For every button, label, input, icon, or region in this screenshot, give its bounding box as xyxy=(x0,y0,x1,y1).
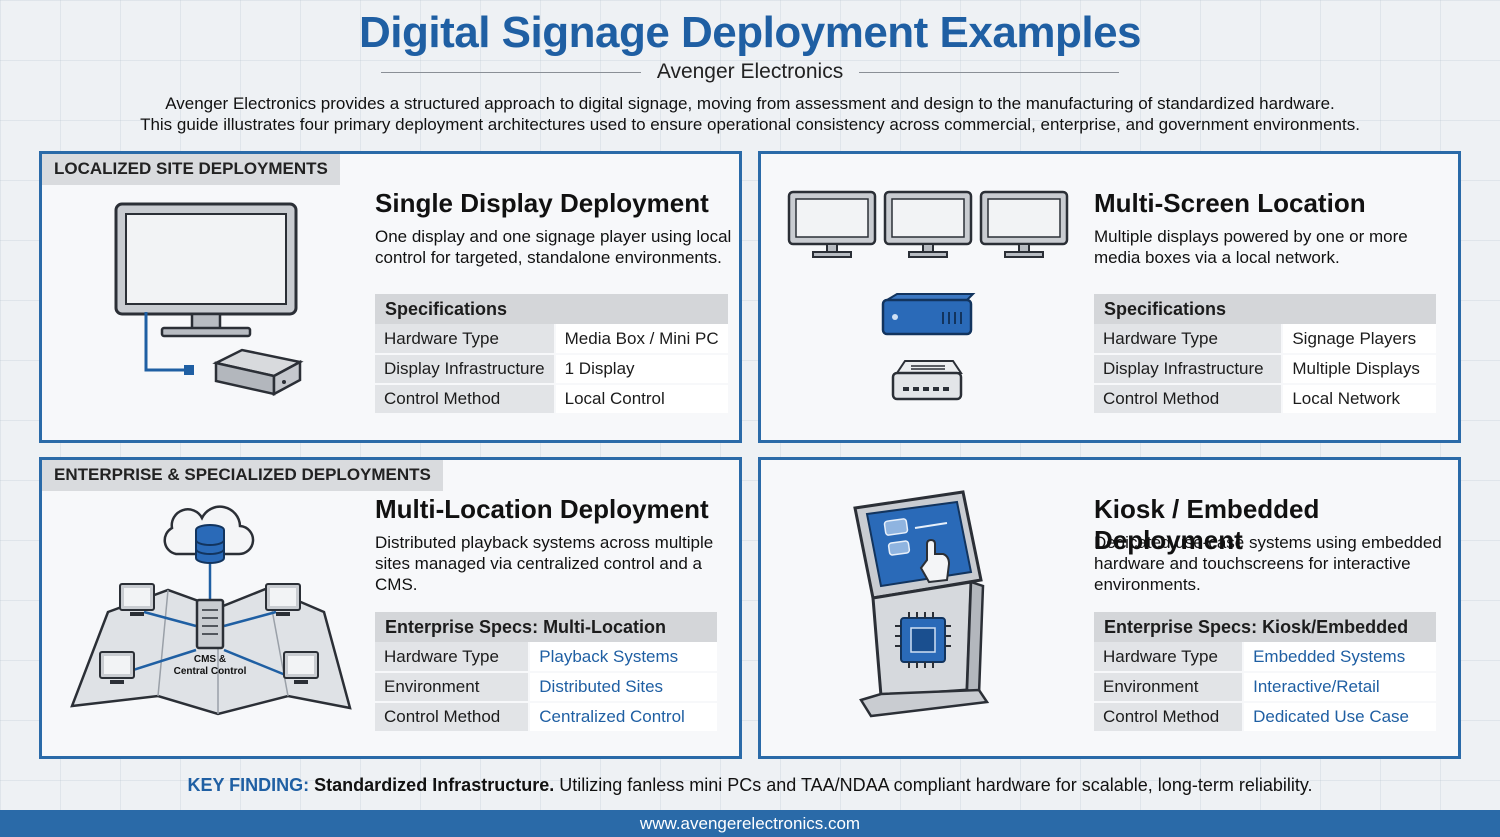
spec-value: Signage Players xyxy=(1281,324,1436,355)
spec-value: Distributed Sites xyxy=(528,672,717,703)
panel-desc-multilocation: Distributed playback systems across mult… xyxy=(375,532,713,595)
spec-header: Enterprise Specs: Kiosk/Embedded xyxy=(1094,612,1436,642)
subtitle-rule-right xyxy=(859,71,1120,73)
spec-key: Control Method xyxy=(375,384,555,415)
spec-table-kiosk: Enterprise Specs: Kiosk/Embedded Hardwar… xyxy=(1094,612,1436,733)
spec-value: 1 Display xyxy=(553,354,728,385)
panel-desc-kiosk: Dedicated use-case systems using embedde… xyxy=(1094,532,1442,595)
intro-line-2: This guide illustrates four primary depl… xyxy=(140,115,1360,134)
intro-text: Avenger Electronics provides a structure… xyxy=(0,93,1500,135)
monitor-with-media-box-icon xyxy=(114,202,304,397)
panel-desc-single: One display and one signage player using… xyxy=(375,226,731,268)
panel-title-multiscreen: Multi-Screen Location xyxy=(1094,188,1366,218)
spec-value: Media Box / Mini PC xyxy=(553,324,728,355)
spec-key: Control Method xyxy=(1094,702,1244,733)
media-player-icon xyxy=(881,293,976,336)
spec-value: Embedded Systems xyxy=(1242,642,1436,673)
spec-header: Enterprise Specs: Multi-Location xyxy=(375,612,717,642)
desc-line: CMS. xyxy=(375,575,418,594)
spec-value: Local Control xyxy=(553,384,728,415)
map-label-cms: CMS & xyxy=(194,654,226,665)
panel-title-multilocation: Multi-Location Deployment xyxy=(375,494,709,524)
kiosk-touchscreen-icon xyxy=(853,490,990,718)
desc-line: Multiple displays powered by one or more xyxy=(1094,227,1408,246)
spec-key: Display Infrastructure xyxy=(1094,354,1283,385)
spec-table-multilocation: Enterprise Specs: Multi-Location Hardwar… xyxy=(375,612,717,733)
spec-value: Centralized Control xyxy=(528,702,717,733)
spec-key: Hardware Type xyxy=(1094,324,1283,355)
spec-key: Hardware Type xyxy=(375,324,555,355)
spec-key: Control Method xyxy=(1094,384,1283,415)
spec-key: Control Method xyxy=(375,702,530,733)
map-label-central-control: Central Control xyxy=(174,666,247,677)
panel-single-display: LOCALIZED SITE DEPLOYMENTS Single Displa… xyxy=(39,151,742,443)
key-finding-headline: Standardized Infrastructure. xyxy=(314,775,555,795)
spec-value: Interactive/Retail xyxy=(1242,672,1436,703)
spec-value: Dedicated Use Case xyxy=(1242,702,1436,733)
desc-line: media boxes via a local network. xyxy=(1094,248,1340,267)
panel-desc-multiscreen: Multiple displays powered by one or more… xyxy=(1094,226,1408,268)
spec-key: Environment xyxy=(1094,672,1244,703)
panel-title-single: Single Display Deployment xyxy=(375,188,709,218)
panel-kiosk: Kiosk / Embedded Deployment Dedicated us… xyxy=(758,457,1461,759)
subtitle-row: Avenger Electronics xyxy=(0,60,1500,84)
footer-url[interactable]: www.avengerelectronics.com xyxy=(0,810,1500,837)
panel-title-kiosk: Kiosk / Embedded Deployment xyxy=(1094,494,1320,555)
desc-line: environments. xyxy=(1094,575,1201,594)
company-subtitle: Avenger Electronics xyxy=(656,60,844,83)
desc-line: control for targeted, standalone environ… xyxy=(375,248,722,267)
desc-line: One display and one signage player using… xyxy=(375,227,732,246)
distributed-map-network-icon: CMS & Central Control xyxy=(70,505,352,716)
spec-value: Local Network xyxy=(1281,384,1436,415)
spec-key: Hardware Type xyxy=(375,642,530,673)
three-monitors-icon xyxy=(787,190,1069,258)
spec-header: Specifications xyxy=(375,294,728,324)
spec-value: Multiple Displays xyxy=(1281,354,1436,385)
section-tag-localized: LOCALIZED SITE DEPLOYMENTS xyxy=(42,154,340,185)
spec-value: Playback Systems xyxy=(528,642,717,673)
desc-line: sites managed via centralized control an… xyxy=(375,554,702,573)
subtitle-rule-left xyxy=(380,71,641,73)
network-switch-icon xyxy=(891,360,963,401)
intro-line-1: Avenger Electronics provides a structure… xyxy=(165,94,1335,113)
key-finding-text: Utilizing fanless mini PCs and TAA/NDAA … xyxy=(554,775,1313,795)
spec-key: Environment xyxy=(375,672,530,703)
section-tag-enterprise: ENTERPRISE & SPECIALIZED DEPLOYMENTS xyxy=(42,460,443,491)
desc-line: Dedicated use-case systems using embedde… xyxy=(1094,533,1442,552)
page-title: Digital Signage Deployment Examples xyxy=(358,8,1142,57)
panel-multi-screen: Multi-Screen Location Multiple displays … xyxy=(758,151,1461,443)
spec-key: Display Infrastructure xyxy=(375,354,555,385)
desc-line: hardware and touchscreens for interactiv… xyxy=(1094,554,1411,573)
spec-key: Hardware Type xyxy=(1094,642,1244,673)
key-finding-label: KEY FINDING: xyxy=(187,775,310,795)
key-finding: KEY FINDING: Standardized Infrastructure… xyxy=(0,775,1500,796)
panel-multi-location: ENTERPRISE & SPECIALIZED DEPLOYMENTS CMS… xyxy=(39,457,742,759)
spec-header: Specifications xyxy=(1094,294,1436,324)
desc-line: Distributed playback systems across mult… xyxy=(375,533,714,552)
